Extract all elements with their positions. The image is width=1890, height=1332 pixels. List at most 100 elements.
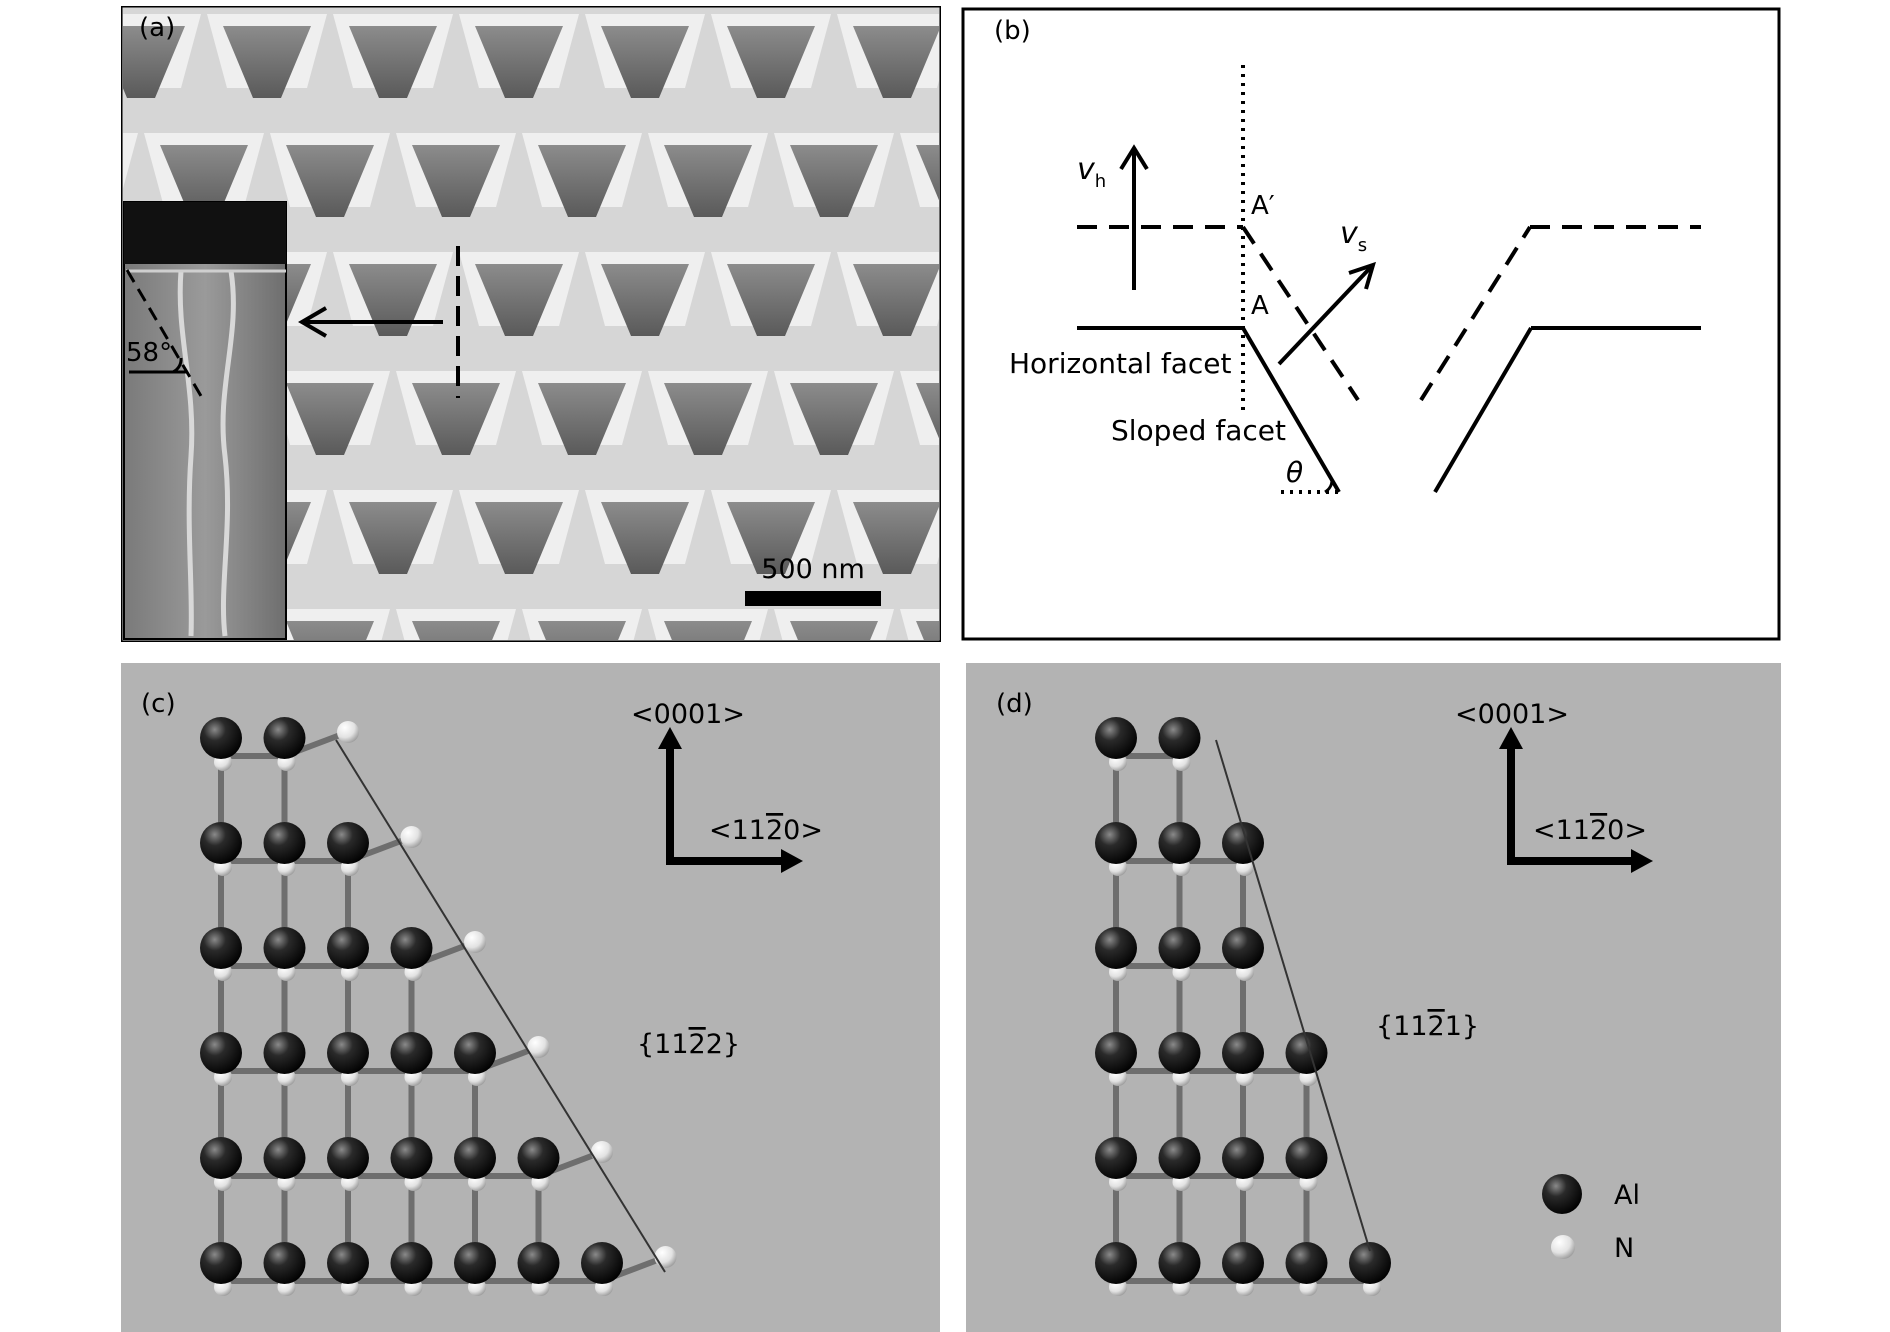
panel-a-sem-image: 58° (a) 500 nm <box>121 6 941 642</box>
al-atom <box>1222 1242 1264 1284</box>
dashed-sloped-facet-right <box>1419 225 1532 402</box>
vs-arrow-icon <box>1277 261 1376 366</box>
sem-pit <box>664 621 752 640</box>
al-atom <box>1222 1032 1264 1074</box>
legend-al-atom <box>1542 1174 1582 1214</box>
theta-label: θ <box>1286 456 1303 489</box>
plane-11-21-label: {1121} <box>1376 1011 1479 1042</box>
sem-pit <box>916 383 939 439</box>
sem-pit <box>853 264 939 336</box>
al-atom <box>327 927 369 969</box>
sem-pit-array <box>123 14 939 640</box>
al-atom <box>327 1242 369 1284</box>
sem-pit <box>223 26 311 98</box>
panel-d-label: (d) <box>996 689 1033 719</box>
al-atom <box>517 1137 560 1179</box>
sem-pit <box>916 145 939 201</box>
al-atom <box>1285 1137 1328 1179</box>
scale-bar-label: 500 nm <box>761 554 865 585</box>
sem-pit <box>916 621 939 640</box>
inset-cross-section: 58° <box>123 201 287 640</box>
al-atom <box>1158 717 1201 759</box>
al-atom <box>390 1137 433 1179</box>
legend-n-atom <box>1551 1235 1575 1259</box>
al-atom <box>327 1032 369 1074</box>
panel-a-label: (a) <box>139 13 175 43</box>
plane-11-22-label: {1122} <box>637 1029 740 1060</box>
legend-al-label: Al <box>1614 1180 1640 1211</box>
al-atom <box>1158 822 1201 864</box>
legend-n-label: N <box>1614 1233 1634 1264</box>
vh-arrow-icon <box>1119 144 1149 290</box>
al-atom <box>1222 927 1264 969</box>
point-a-prime-label: A′ <box>1251 191 1275 221</box>
al-atom <box>200 927 242 969</box>
sem-pit <box>727 26 815 98</box>
al-atom <box>581 1242 623 1284</box>
al-atom <box>454 1242 496 1284</box>
axis-11-20-label-c: <1120> <box>709 815 823 846</box>
al-atom <box>390 927 433 969</box>
al-atom <box>1158 927 1201 969</box>
n-atom <box>400 826 423 848</box>
n-atom <box>337 721 359 743</box>
vs-label: vs <box>1340 216 1367 256</box>
sem-pit <box>349 26 437 98</box>
sem-pit <box>538 145 626 217</box>
al-atom <box>1095 1242 1137 1284</box>
sem-pit <box>727 502 815 574</box>
sem-pit <box>349 502 437 574</box>
legend: Al N <box>1542 1174 1640 1264</box>
sem-pit <box>601 264 689 336</box>
al-atom <box>263 1137 306 1179</box>
al-atom <box>200 1242 242 1284</box>
sem-pit <box>790 621 878 640</box>
sem-pit <box>790 145 878 217</box>
al-atom <box>1158 1242 1201 1284</box>
sem-pit <box>601 26 689 98</box>
al-atom <box>200 822 242 864</box>
n-atom <box>591 1141 613 1163</box>
al-atom <box>1285 1242 1328 1284</box>
al-atom <box>200 1137 242 1179</box>
panel-c-label: (c) <box>141 689 176 719</box>
al-atom <box>390 1032 433 1074</box>
sem-pit <box>475 264 563 336</box>
dashed-sloped-facet-left <box>1241 225 1360 402</box>
sem-pit <box>790 383 878 455</box>
sem-pit <box>727 264 815 336</box>
sem-pit <box>286 145 374 217</box>
direction-axes-icon-d <box>1499 727 1653 873</box>
sem-pit <box>853 26 939 98</box>
n-atom <box>654 1246 677 1268</box>
solid-sloped-facet-left <box>1241 326 1341 494</box>
al-atom <box>1222 1137 1264 1179</box>
sem-pit-rim <box>123 133 138 189</box>
axis-0001-label-c: <0001> <box>631 699 745 730</box>
sem-pit <box>412 383 500 455</box>
sem-pit <box>664 145 752 217</box>
sem-pit <box>853 502 939 574</box>
sem-pit <box>664 383 752 455</box>
n-atom <box>464 931 486 953</box>
al-atom <box>390 1242 433 1284</box>
al-atom <box>263 717 306 759</box>
lattice-c <box>200 717 677 1296</box>
sloped-facet-label: Sloped facet <box>1111 414 1286 447</box>
al-atom <box>1158 1137 1201 1179</box>
facet-plane-line-c <box>335 739 666 1273</box>
sem-pit <box>601 502 689 574</box>
al-atom <box>263 1032 306 1074</box>
al-atom <box>454 1032 496 1074</box>
angle-label: 58° <box>126 338 172 368</box>
n-atom <box>527 1036 550 1058</box>
al-atom <box>263 1242 306 1284</box>
sem-pit <box>538 621 626 640</box>
inset-dashed-slope-line <box>125 269 203 397</box>
al-atom <box>1095 822 1137 864</box>
axis-11-20-label-d: <1120> <box>1533 815 1647 846</box>
al-atom <box>263 822 306 864</box>
panel-b-facet-diagram: (b) vh vs A′ A Horizontal facet Sloped f… <box>961 7 1781 641</box>
sem-pit <box>349 264 437 336</box>
al-atom <box>327 1137 369 1179</box>
